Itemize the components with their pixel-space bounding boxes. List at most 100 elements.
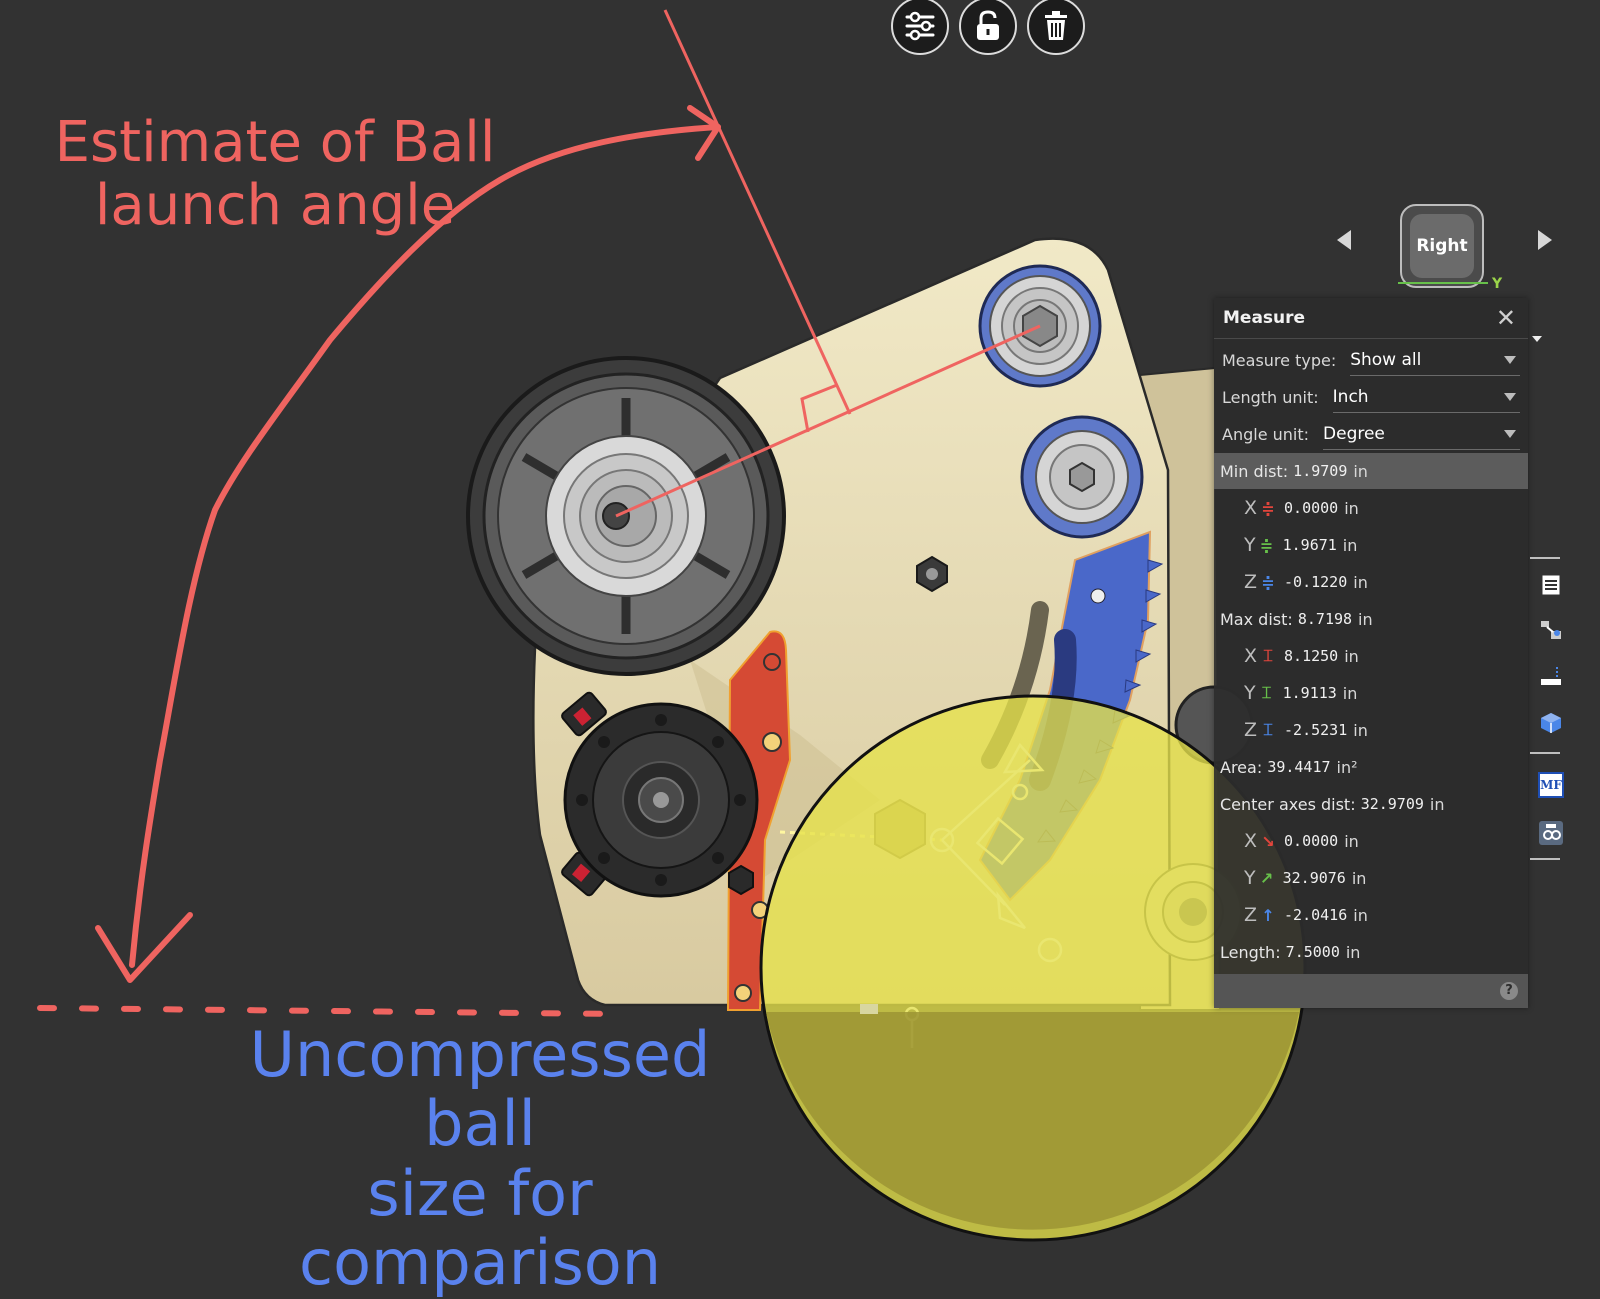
max-dist-x-row[interactable]: X ⌶ 8.1250 in bbox=[1214, 638, 1528, 674]
toolbar-divider bbox=[1530, 557, 1560, 559]
unit-label: in bbox=[1353, 461, 1368, 481]
red-linkage-arm[interactable] bbox=[726, 630, 792, 1011]
center-y-row[interactable]: Y ↗ 32.9076 in bbox=[1214, 860, 1528, 896]
min-x-value: 0.0000 bbox=[1284, 499, 1339, 517]
view-cube-rotate-left-icon[interactable] bbox=[1337, 230, 1351, 250]
settings-button[interactable] bbox=[891, 0, 949, 55]
ground-tick bbox=[860, 1004, 878, 1014]
angle-construction bbox=[615, 9, 1041, 518]
unit-label: in bbox=[1353, 905, 1368, 925]
center-x-row[interactable]: X ↘ 0.0000 in bbox=[1214, 823, 1528, 859]
axis-x-label: X bbox=[1244, 830, 1258, 852]
max-dist-z-row[interactable]: Z ⌶ -2.5231 in bbox=[1214, 712, 1528, 748]
z-distance-icon: ≑ bbox=[1261, 572, 1275, 592]
close-icon[interactable]: ✕ bbox=[1495, 304, 1516, 332]
help-icon[interactable]: ? bbox=[1500, 982, 1518, 1000]
y-axis-arrow-icon: ↗ bbox=[1259, 868, 1274, 888]
ground-reference-line bbox=[37, 1005, 623, 1017]
min-dist-value: 1.9709 bbox=[1293, 462, 1348, 480]
mf-icon[interactable]: MF bbox=[1536, 770, 1566, 800]
cad-viewport[interactable] bbox=[0, 0, 1600, 1251]
center-z-row[interactable]: Z ↑ -2.0416 in bbox=[1214, 897, 1528, 933]
length-row[interactable]: Length: 7.5000 in bbox=[1214, 934, 1528, 970]
chevron-down-icon bbox=[1504, 392, 1516, 401]
max-z-value: -2.5231 bbox=[1284, 721, 1348, 739]
center-z-value: -2.0416 bbox=[1284, 906, 1348, 924]
hex-nut bbox=[916, 555, 948, 593]
length-unit-field: Length unit: Inch bbox=[1222, 379, 1520, 415]
section-icon[interactable] bbox=[1536, 662, 1566, 692]
angle-unit-select[interactable]: Degree bbox=[1323, 419, 1520, 450]
area-unit-label: in² bbox=[1336, 757, 1358, 777]
max-x-value: 8.1250 bbox=[1284, 647, 1339, 665]
y-max-distance-icon: ⌶ bbox=[1261, 683, 1272, 702]
axis-x-label: X bbox=[1244, 645, 1258, 667]
chevron-down-icon bbox=[1504, 429, 1516, 438]
unit-label: in bbox=[1344, 498, 1359, 518]
max-y-value: 1.9113 bbox=[1282, 684, 1337, 702]
measure-type-value: Show all bbox=[1350, 349, 1422, 370]
max-dist-value: 8.7198 bbox=[1297, 610, 1353, 628]
view-cube-rotate-right-icon[interactable] bbox=[1538, 230, 1552, 250]
view-cube-face[interactable]: Right bbox=[1410, 214, 1474, 278]
unit-label: in bbox=[1351, 868, 1367, 888]
trash-icon bbox=[1045, 11, 1067, 40]
render-icon[interactable] bbox=[1536, 818, 1566, 848]
view-cube[interactable]: Right bbox=[1400, 204, 1484, 288]
max-dist-row[interactable]: Max dist: 8.7198 in bbox=[1214, 601, 1528, 637]
flywheel[interactable] bbox=[466, 356, 786, 676]
angle-unit-value: Degree bbox=[1323, 423, 1385, 444]
length-label: Length: bbox=[1220, 942, 1281, 962]
length-unit-label: Length unit: bbox=[1222, 387, 1319, 407]
cube-icon[interactable] bbox=[1536, 708, 1566, 738]
min-dist-x-row[interactable]: X ≑ 0.0000 in bbox=[1214, 490, 1528, 526]
motor[interactable] bbox=[560, 691, 759, 898]
view-cube-axis-label: Y bbox=[1492, 276, 1503, 292]
measure-type-label: Measure type: bbox=[1222, 350, 1337, 370]
y-distance-icon: ≑ bbox=[1259, 535, 1274, 555]
measure-panel-title: Measure bbox=[1223, 308, 1306, 328]
unit-label: in bbox=[1429, 794, 1445, 814]
x-distance-icon: ≑ bbox=[1261, 498, 1275, 518]
axis-y-label: Y bbox=[1244, 534, 1256, 556]
min-dist-z-row[interactable]: Z ≑ -0.1220 in bbox=[1214, 564, 1528, 600]
x-axis-arrow-icon: ↘ bbox=[1261, 831, 1275, 851]
delete-button[interactable] bbox=[1027, 0, 1085, 55]
center-axes-dist-row[interactable]: Center axes dist: 32.9709 in bbox=[1214, 786, 1528, 822]
center-axes-dist-label: Center axes dist: bbox=[1220, 794, 1356, 814]
view-cube-axis-line bbox=[1398, 282, 1488, 284]
min-dist-row[interactable]: Min dist: 1.9709 in bbox=[1214, 453, 1528, 489]
toolbar-divider bbox=[1530, 858, 1560, 860]
mate-icon[interactable] bbox=[1536, 616, 1566, 646]
z-axis-arrow-icon: ↑ bbox=[1261, 905, 1275, 925]
panel-collapse-caret-icon[interactable] bbox=[1532, 336, 1542, 342]
min-dist-y-row[interactable]: Y ≑ 1.9671 in bbox=[1214, 527, 1528, 563]
center-axes-dist-value: 32.9709 bbox=[1360, 795, 1424, 813]
z-max-distance-icon: ⌶ bbox=[1263, 720, 1273, 739]
unit-label: in bbox=[1345, 942, 1361, 962]
length-unit-select[interactable]: Inch bbox=[1332, 382, 1520, 413]
axis-y-label: Y bbox=[1244, 682, 1256, 704]
toolbar-divider bbox=[1530, 752, 1560, 754]
length-value: 7.5000 bbox=[1285, 943, 1340, 961]
middle-roller[interactable] bbox=[1020, 415, 1144, 539]
unit-label: in bbox=[1353, 572, 1368, 592]
min-y-value: 1.9671 bbox=[1282, 536, 1337, 554]
unit-label: in bbox=[1344, 646, 1359, 666]
unlock-button[interactable] bbox=[959, 0, 1017, 55]
angle-unit-field: Angle unit: Degree bbox=[1222, 416, 1520, 452]
axis-x-label: X bbox=[1244, 497, 1258, 519]
ball-lower-shade bbox=[766, 1012, 1299, 1230]
measure-type-field: Measure type: Show all bbox=[1222, 342, 1520, 378]
axis-z-label: Z bbox=[1244, 904, 1258, 926]
measure-type-select[interactable]: Show all bbox=[1350, 345, 1520, 376]
area-row[interactable]: Area: 39.4417 in² bbox=[1214, 749, 1528, 785]
small-hex-nut bbox=[728, 864, 754, 896]
area-value: 39.4417 bbox=[1267, 758, 1331, 776]
list-icon[interactable] bbox=[1536, 570, 1566, 600]
unit-label: in bbox=[1353, 720, 1368, 740]
unit-label: in bbox=[1342, 683, 1358, 703]
chevron-down-icon bbox=[1504, 355, 1516, 364]
unit-label: in bbox=[1342, 535, 1358, 555]
max-dist-y-row[interactable]: Y ⌶ 1.9113 in bbox=[1214, 675, 1528, 711]
